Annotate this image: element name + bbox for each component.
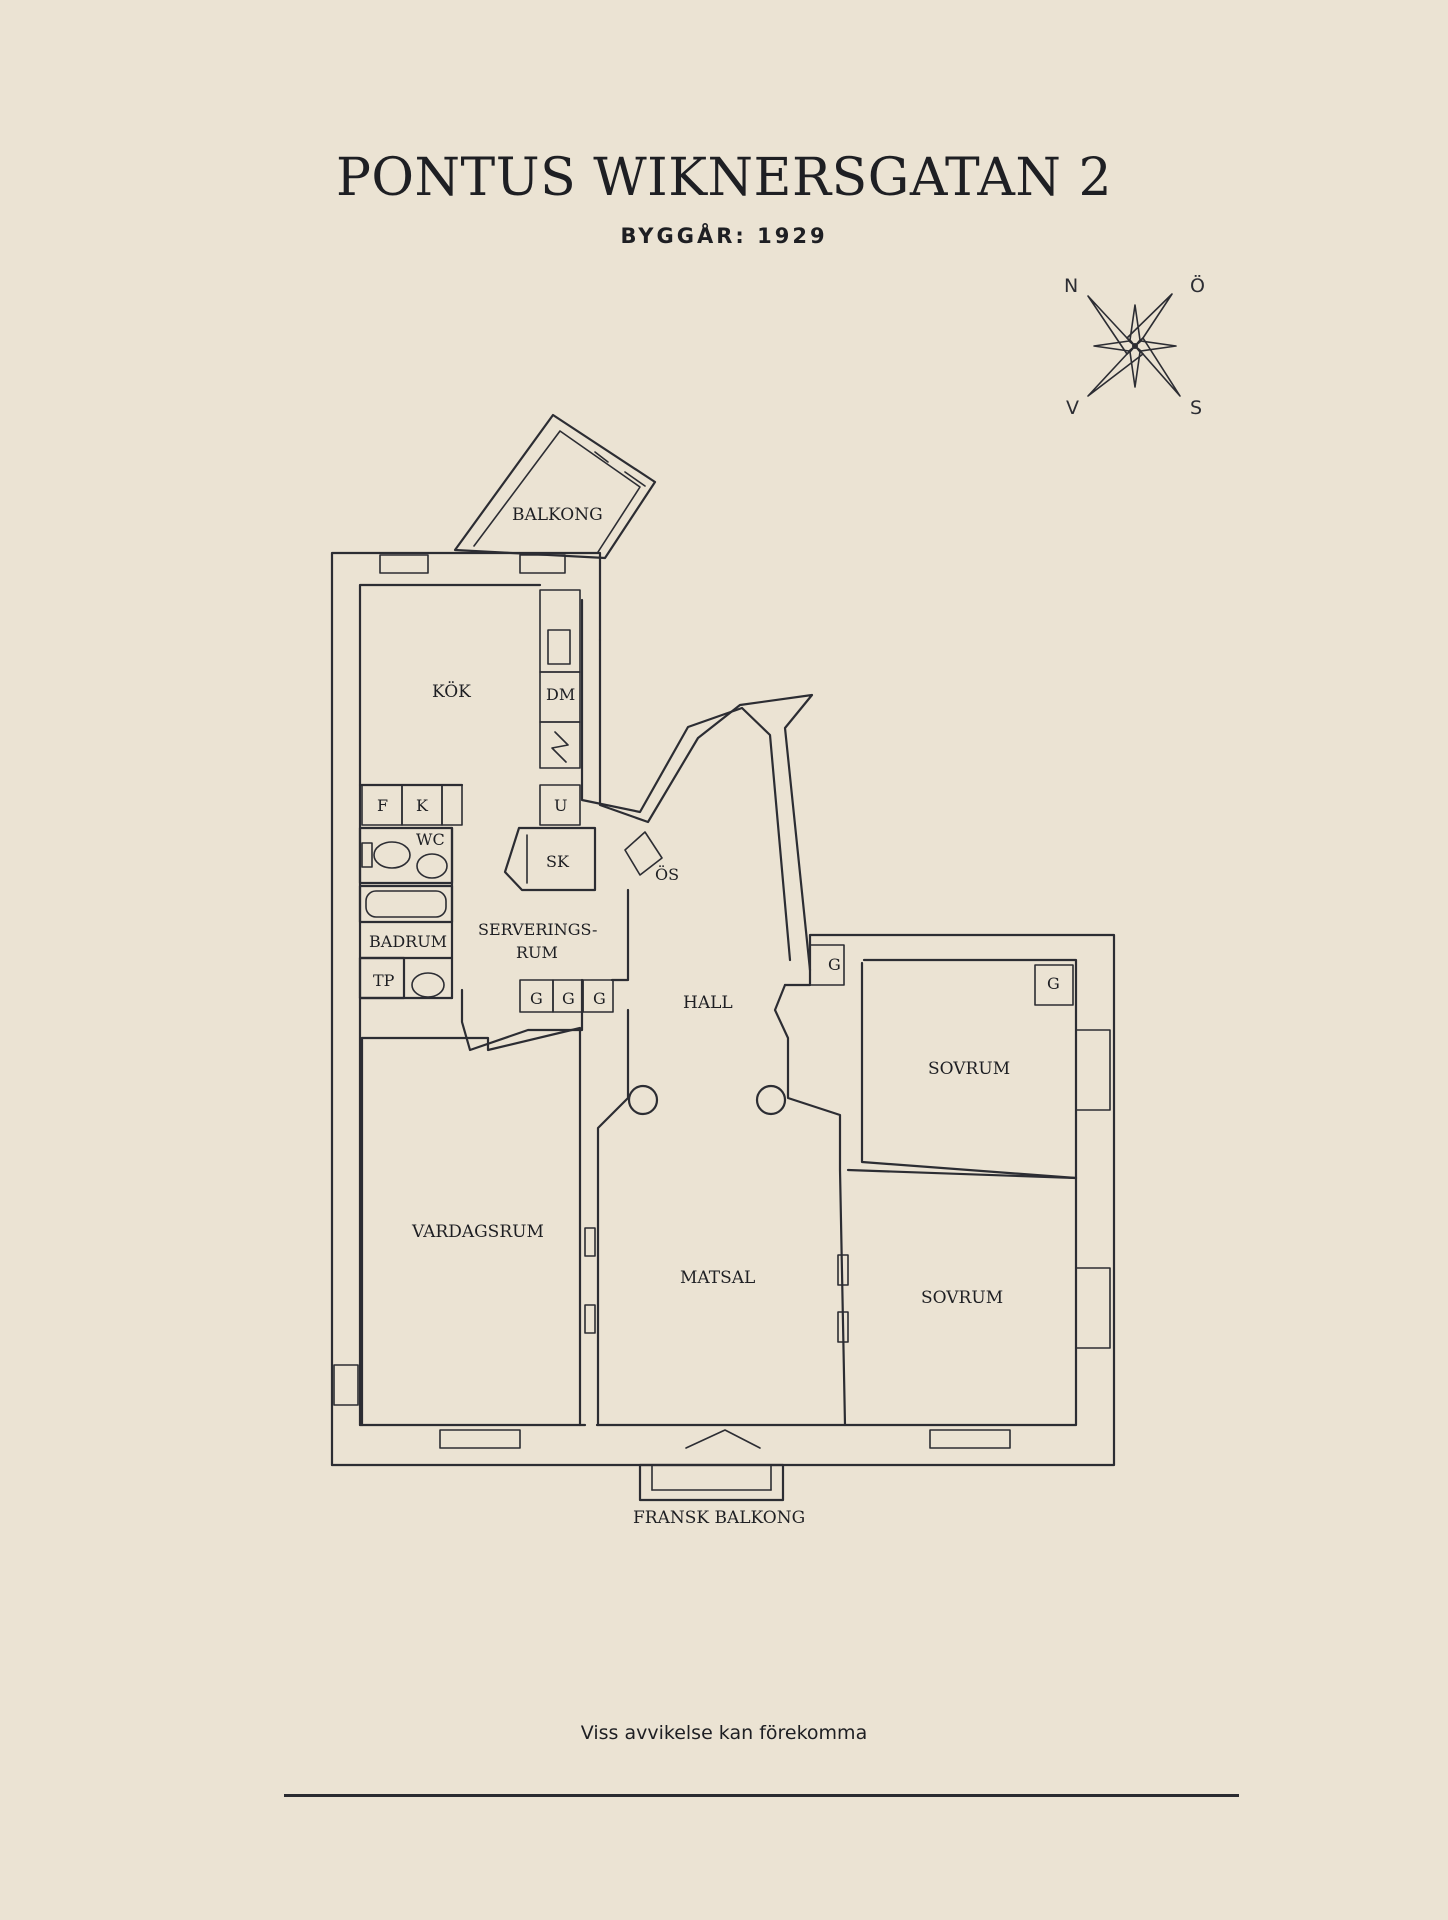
closet-label-g5: G [1047,974,1060,993]
room-label-hall: HALL [683,993,733,1013]
room-label-serverings-1: SERVERINGS- [478,920,597,939]
compass-east-label: Ö [1190,274,1205,297]
room-label-fransk-balkong: FRANSK BALKONG [633,1508,805,1528]
build-year: BYGGÅR: 1929 [620,224,828,248]
room-label-os: ÖS [655,864,679,884]
footer-divider [284,1794,1239,1797]
compass-rose-icon [1087,293,1181,397]
pantry-area [460,826,663,1052]
room-label-dm: DM [546,685,575,704]
bathroom-area [358,826,454,1000]
room-label-serverings-2: RUM [516,943,558,962]
french-balcony-outline [638,1463,785,1502]
room-label-vardagsrum: VARDAGSRUM [411,1222,544,1242]
kitchen-area [358,554,581,826]
room-label-k: K [416,796,429,815]
room-label-u: U [554,796,567,815]
interior-walls [360,944,1078,1427]
room-label-kok: KÖK [432,681,471,702]
compass-south-label: S [1190,397,1202,419]
windows [333,1029,1111,1449]
room-label-tp: TP [373,971,395,990]
closet-label-g2: G [562,989,575,1008]
closet-label-g3: G [593,989,606,1008]
room-label-sovrum-1: SOVRUM [928,1059,1010,1079]
compass-west-label: V [1066,397,1079,419]
room-label-matsal: MATSAL [680,1268,755,1288]
closet-label-g1: G [530,989,543,1008]
disclaimer: Viss avvikelse kan förekomma [580,1722,868,1744]
room-label-wc: WC [416,830,445,849]
room-label-sovrum-2: SOVRUM [921,1288,1003,1308]
room-label-balkong: BALKONG [512,505,603,525]
balcony-outline [453,413,657,560]
compass-north-label: N [1064,275,1078,297]
closet-label-g4: G [828,955,841,974]
room-label-f: F [377,796,388,815]
room-label-sk: SK [546,852,570,871]
room-label-badrum: BADRUM [369,932,447,951]
page-title: PONTUS WIKNERSGATAN 2 [335,148,1113,208]
